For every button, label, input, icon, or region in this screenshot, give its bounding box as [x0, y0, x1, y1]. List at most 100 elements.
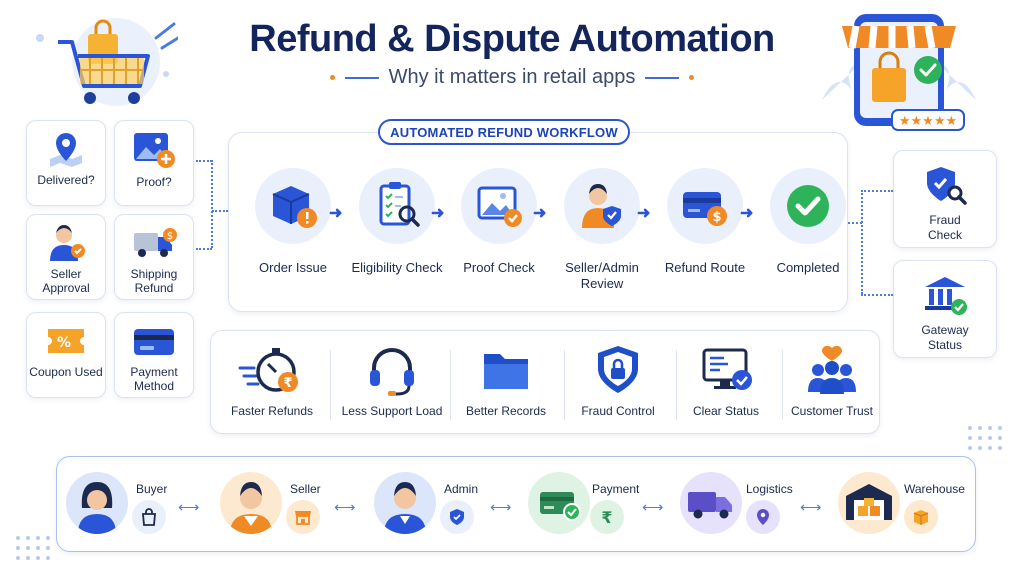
workflow-step-refund-route: $ Refund Route	[656, 168, 754, 276]
check-card-seller-approval: Seller Approval	[26, 214, 106, 300]
benefit-better-records: Better Records	[450, 342, 562, 418]
delivery-truck-icon	[688, 492, 732, 519]
admin-person-icon	[384, 482, 426, 534]
seller-person-icon	[230, 482, 272, 534]
package-icon	[913, 510, 929, 525]
check-label: Shipping Refund	[130, 267, 178, 295]
reviewer-icon	[582, 184, 621, 228]
connector-right-mid	[848, 222, 862, 224]
box-alert-icon	[272, 186, 317, 228]
role-label: Payment	[592, 482, 640, 496]
benefit-label: Faster Refunds	[230, 404, 314, 418]
buyer-avatar	[66, 472, 128, 534]
check-label: Seller Approval	[42, 267, 90, 295]
benefit-divider	[782, 350, 783, 420]
check-label: Payment Method	[130, 365, 178, 393]
benefit-faster-refunds: ₹ Faster Refunds	[216, 342, 328, 418]
monitor-check-icon	[702, 348, 752, 390]
payment-avatar	[528, 472, 590, 534]
page-title: Refund & Dispute Automation	[249, 18, 775, 60]
benefit-divider	[676, 350, 677, 420]
role-admin: Admin	[374, 472, 478, 534]
shield-icon	[450, 509, 464, 525]
connector-right-top	[861, 190, 893, 192]
benefit-less-support-load: Less Support Load	[336, 342, 448, 418]
role-seller: Seller	[220, 472, 321, 534]
people-heart-icon	[808, 345, 856, 394]
logistics-avatar	[680, 472, 742, 534]
step-label: Refund Route	[664, 260, 746, 275]
role-label: Logistics	[746, 482, 793, 496]
check-card-shipping-refund: $ Shipping Refund	[114, 214, 194, 300]
bidirectional-arrow-icon: ⟷	[490, 499, 512, 516]
benefit-clear-status: Clear Status	[670, 342, 782, 418]
role-label: Buyer	[136, 482, 168, 496]
connector-left-vertical	[211, 160, 213, 248]
svg-text:%: %	[57, 335, 71, 351]
check-circle-icon	[787, 185, 829, 227]
check-card-gateway-status: Gateway Status	[893, 260, 997, 358]
workflow-step-seller-admin-review: Seller/Admin Review	[553, 168, 651, 292]
svg-text:★★★★★: ★★★★★	[899, 114, 957, 129]
step-label: Eligibility Check	[351, 260, 443, 275]
role-mini-icon	[132, 500, 166, 534]
benefit-divider	[564, 350, 565, 420]
rupee-icon: ₹	[601, 508, 612, 527]
check-card-delivered: Delivered?	[26, 120, 106, 206]
step-icon-circle: $	[667, 168, 743, 244]
role-mini-icon	[904, 500, 938, 534]
shield-search-icon	[927, 167, 967, 205]
check-label: Delivered?	[37, 173, 95, 187]
benefit-label: Less Support Load	[341, 404, 443, 418]
admin-avatar	[374, 472, 436, 534]
step-icon-circle	[255, 168, 331, 244]
svg-text:₹: ₹	[283, 376, 292, 391]
workflow-step-eligibility-check: Eligibility Check	[348, 168, 446, 276]
card-money-icon: $	[683, 192, 727, 226]
role-mini-icon	[746, 500, 780, 534]
svg-text:$: $	[712, 210, 721, 225]
truck-icon: $	[134, 228, 177, 257]
clipboard-search-icon	[379, 182, 420, 227]
check-card-fraud-check: Fraud Check	[893, 150, 997, 248]
connector-left-mid	[212, 210, 228, 212]
benefit-label: Better Records	[465, 404, 547, 418]
card-icon	[134, 329, 174, 355]
map-pin-icon	[50, 133, 82, 167]
check-label: Coupon Used	[29, 365, 103, 379]
subtitle-dot-left	[329, 75, 335, 81]
bidirectional-arrow-icon: ⟷	[800, 499, 822, 516]
role-warehouse: Warehouse	[838, 472, 965, 534]
headset-icon	[370, 348, 414, 396]
benefit-label: Fraud Control	[581, 404, 655, 418]
check-card-coupon-used: % Coupon Used	[26, 312, 106, 398]
connector-right-vertical	[861, 190, 863, 294]
check-card-proof: Proof?	[114, 120, 194, 206]
bidirectional-arrow-icon: ⟷	[642, 499, 664, 516]
workflow-step-proof-check: Proof Check	[450, 168, 548, 276]
buyer-person-icon	[78, 482, 116, 534]
seller-icon	[50, 225, 85, 261]
step-icon-circle	[770, 168, 846, 244]
check-card-payment-method: Payment Method	[114, 312, 194, 398]
benefit-label: Clear Status	[692, 404, 760, 418]
benefit-divider	[450, 350, 451, 420]
store-icon	[295, 511, 311, 525]
role-logistics: Logistics	[680, 472, 793, 534]
benefit-label: Customer Trust	[790, 404, 874, 418]
subtitle-dot-right	[689, 75, 695, 81]
arrow-right-icon: ➜	[533, 205, 547, 222]
benefit-fraud-control: Fraud Control	[562, 342, 674, 418]
step-icon-circle	[564, 168, 640, 244]
mobile-store-icon: ★★★★★	[822, 14, 976, 131]
payment-card-icon	[540, 492, 581, 521]
role-mini-icon: ₹	[590, 500, 624, 534]
step-icon-circle	[461, 168, 537, 244]
step-label: Proof Check	[463, 260, 535, 275]
workflow-banner: AUTOMATED REFUND WORKFLOW	[378, 119, 630, 145]
image-check-icon	[477, 186, 522, 227]
image-add-icon	[134, 133, 175, 168]
bank-icon	[925, 277, 967, 315]
role-mini-icon	[286, 500, 320, 534]
subtitle-line-right	[645, 76, 680, 79]
